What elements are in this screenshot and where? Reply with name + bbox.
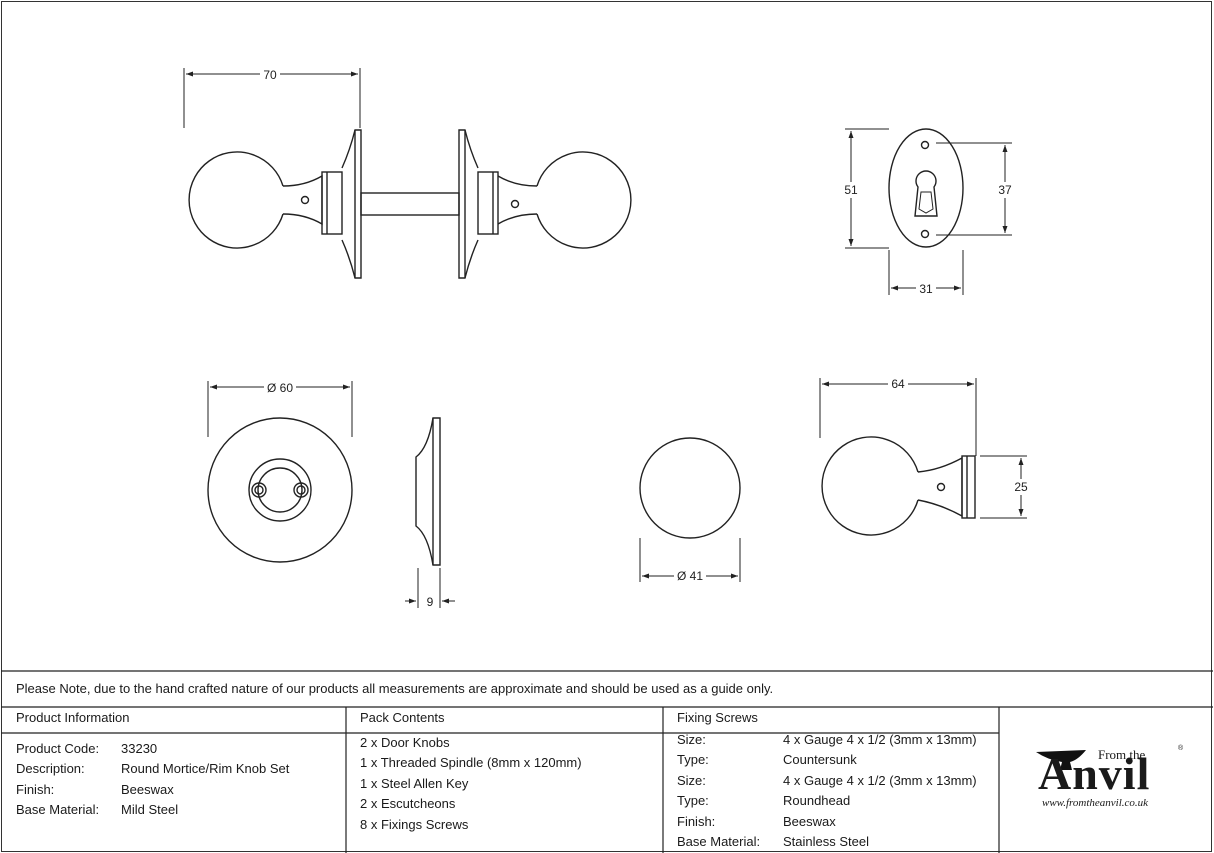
row-key: Type: [677,752,709,768]
fixing-screws-heading: Fixing Screws [677,710,758,725]
row-key: Type: [677,793,709,809]
table-row: Size: 4 x Gauge 4 x 1/2 (3mm x 13mm) [677,729,977,750]
table-row: Finish: Beeswax [16,779,289,800]
logo-registered-mark: ® [1178,745,1184,752]
fixing-screws-table: Size: 4 x Gauge 4 x 1/2 (3mm x 13mm) Type… [677,729,977,852]
dim-rose-diameter: Ø 60 [267,381,293,395]
table-row: Type: Roundhead [677,791,977,812]
table-row: Base Material: Stainless Steel [677,832,977,853]
list-item: 1 x Steel Allen Key [360,775,469,791]
dim-neck-diameter: 25 [1014,480,1028,494]
dim-knob-length: 64 [891,377,905,391]
table-row: Base Material: Mild Steel [16,800,289,821]
table-row: Finish: Beeswax [677,811,977,832]
row-value: Stainless Steel [783,834,869,850]
list-item: 1 x Threaded Spindle (8mm x 120mm) [360,755,582,771]
list-item: 2 x Escutcheons [360,796,456,812]
row-value: Countersunk [783,752,857,768]
list-item: 2 x Door Knobs [360,734,450,750]
product-information-heading: Product Information [16,710,130,725]
rose-front-view [207,381,353,563]
row-key: Base Material: [677,834,761,850]
rose-side-view [405,417,455,608]
table-row: Size: 4 x Gauge 4 x 1/2 (3mm x 13mm) [677,770,977,791]
table-row: Product Code: 33230 [16,738,289,759]
list-item: 8 x Fixings Screws [360,816,469,832]
dim-escutcheon-height: 51 [844,183,858,197]
knob-side-view [819,378,1027,536]
dim-knob-set-width: 70 [263,68,277,82]
table-row: Type: Countersunk [677,750,977,771]
row-key: Product Code: [16,740,100,756]
knob-set-side-view [183,68,632,279]
row-value: Beeswax [121,781,174,797]
row-key: Size: [677,772,706,788]
row-value: 4 x Gauge 4 x 1/2 (3mm x 13mm) [783,731,977,747]
dim-keyhole-span: 37 [998,183,1012,197]
dim-escutcheon-width: 31 [919,282,933,296]
logo-brand: Anvil [1038,748,1151,799]
row-key: Finish: [677,813,716,829]
pack-contents-heading: Pack Contents [360,710,445,725]
pack-contents-list: 2 x Door Knobs 1 x Threaded Spindle (8mm… [360,732,582,835]
knob-front-view [639,437,741,582]
dim-knob-diameter: Ø 41 [677,569,703,583]
row-key: Size: [677,731,706,747]
anvil-logo-icon [1036,750,1086,770]
table-row: Description: Round Mortice/Rim Knob Set [16,759,289,780]
row-value: Roundhead [783,793,851,809]
escutcheon-front-view [845,128,1012,295]
row-key: Finish: [16,781,55,797]
measurement-note: Please Note, due to the hand crafted nat… [16,681,774,696]
row-value: 4 x Gauge 4 x 1/2 (3mm x 13mm) [783,772,977,788]
table-grid [1,670,1213,853]
row-key: Base Material: [16,802,100,818]
row-value: Round Mortice/Rim Knob Set [121,761,290,777]
row-key: Description: [16,761,85,777]
dimension-labels: 70 51 37 31 Ø 60 9 Ø 41 64 25 [260,66,1030,609]
row-value: Mild Steel [121,802,179,818]
logo-tagline: From the [1098,747,1146,762]
row-value: 33230 [121,740,158,756]
from-the-anvil-logo: From the ® Anvil www.fromtheanvil.co.uk [1032,745,1192,815]
row-value: Beeswax [783,813,836,829]
dim-rose-depth: 9 [427,595,434,609]
logo-url: www.fromtheanvil.co.uk [1042,797,1149,809]
product-information-table: Product Code: 33230 Description: Round Mor… [16,738,289,820]
